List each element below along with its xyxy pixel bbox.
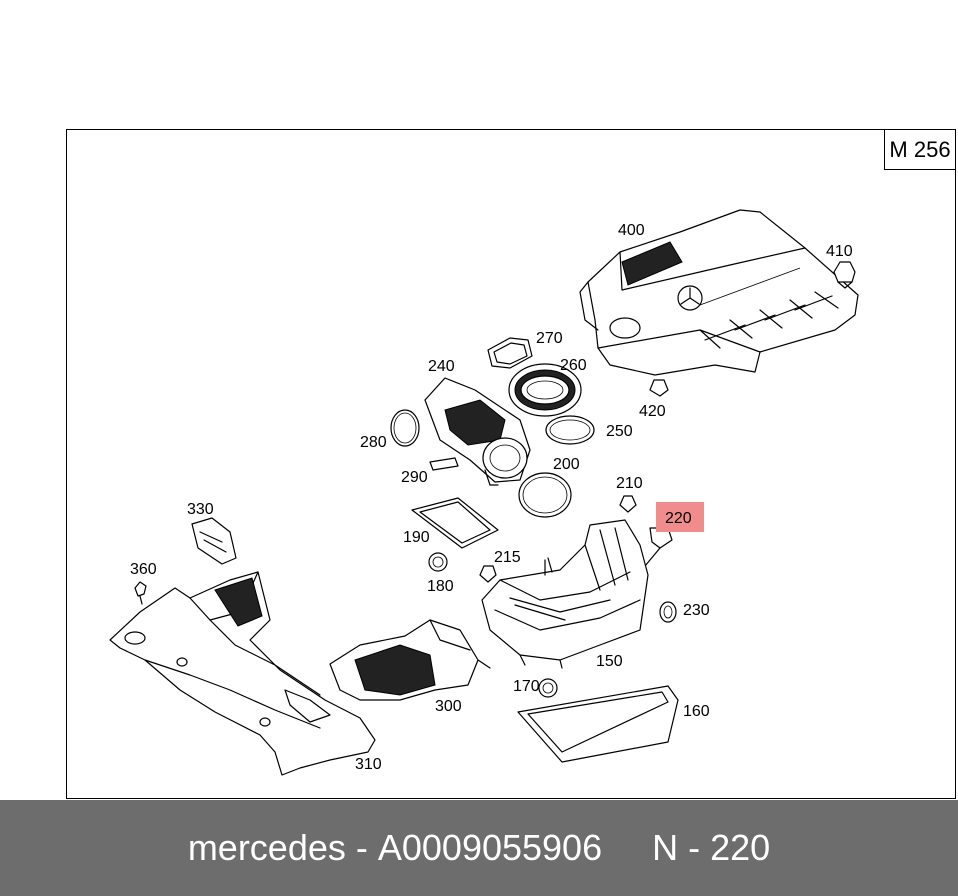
- part-label-290: [429, 457, 459, 471]
- part-clip-215: [479, 565, 497, 583]
- model-code-box: M 256: [884, 129, 956, 170]
- part-ring-280: [390, 409, 420, 447]
- exploded-parts-diagram: 400 410 270 240 260 420 250 280 200 290 …: [109, 209, 859, 776]
- callout-270: 270: [536, 330, 563, 347]
- part-filter-element-160: [517, 685, 679, 763]
- callout-260: 260: [560, 357, 587, 374]
- part-number: A0009055906: [377, 827, 603, 868]
- callout-220: 220: [665, 510, 692, 527]
- callout-200: 200: [553, 456, 580, 473]
- part-clip-410: [833, 261, 856, 289]
- callout-150: 150: [596, 653, 623, 670]
- part-highlight-box: [656, 502, 704, 532]
- callout-300: 300: [435, 698, 462, 715]
- part-ring-270: [487, 337, 533, 369]
- callout-250: 250: [606, 423, 633, 440]
- footer-separator: -: [345, 827, 378, 868]
- callout-310: 310: [355, 756, 382, 773]
- callout-210: 210: [616, 475, 643, 492]
- callout-160: 160: [683, 703, 710, 720]
- part-bracket-330: [191, 517, 237, 565]
- footer-gap: [602, 827, 652, 869]
- part-gasket-190: [411, 497, 499, 549]
- part-grommet-230: [659, 601, 677, 623]
- callout-400: 400: [618, 222, 645, 239]
- callout-290: 290: [401, 469, 428, 486]
- callout-420: 420: [639, 403, 666, 420]
- part-engine-cover: [579, 209, 859, 376]
- part-ring-250: [545, 415, 595, 445]
- callout-190: 190: [403, 529, 430, 546]
- callout-330: 330: [187, 501, 214, 518]
- part-grommet-420: [649, 379, 669, 397]
- callout-170: 170: [513, 678, 540, 695]
- part-bellows-260: [508, 363, 582, 417]
- callout-180: 180: [427, 578, 454, 595]
- callout-280: 280: [360, 434, 387, 451]
- callout-215: 215: [494, 549, 521, 566]
- part-gasket-200: [518, 472, 572, 518]
- part-air-duct-310: [109, 571, 376, 776]
- part-clip-210: [619, 495, 637, 513]
- part-grommet-180: [428, 552, 448, 572]
- part-grommet-170: [538, 678, 558, 698]
- part-info-footer: mercedes - A0009055906 N - 220: [0, 800, 958, 896]
- part-intake-duct-240: [424, 377, 531, 486]
- callout-240: 240: [428, 358, 455, 375]
- part-intake-snorkel-300: [329, 619, 491, 701]
- callout-410: 410: [826, 243, 853, 260]
- position-label: N - 220: [652, 827, 771, 868]
- callout-360: 360: [130, 561, 157, 578]
- part-screw-360: [134, 581, 147, 605]
- callout-230: 230: [683, 602, 710, 619]
- brand-name: mercedes: [187, 827, 346, 868]
- part-air-filter-housing-150: [481, 519, 649, 669]
